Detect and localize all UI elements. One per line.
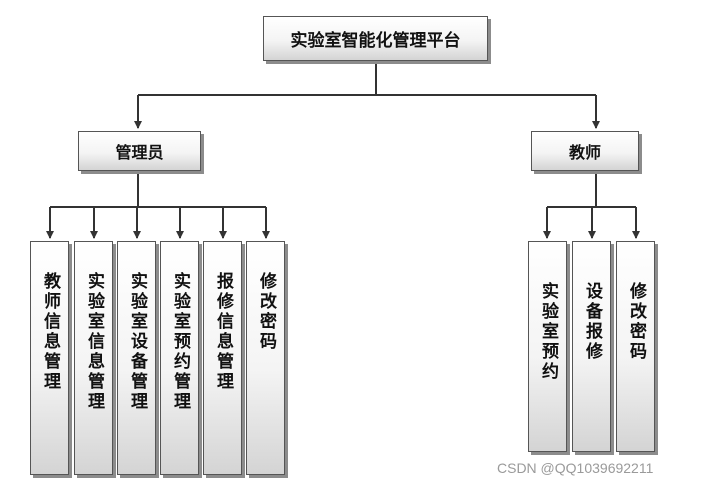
function-label: 报修信息管理	[213, 272, 233, 392]
function-node-teacher-info: 教师信息管理	[30, 241, 69, 475]
function-label: 修改密码	[256, 272, 276, 352]
role-label-admin: 管理员	[115, 143, 164, 162]
root-node: 实验室智能化管理平台	[263, 16, 488, 61]
function-label: 实验室设备管理	[127, 272, 147, 412]
role-node-teacher: 教师	[531, 131, 639, 171]
role-label-teacher: 教师	[568, 143, 601, 162]
function-label: 实验室信息管理	[84, 272, 104, 412]
function-node-admin-change-password: 修改密码	[246, 241, 285, 475]
function-label: 设备报修	[582, 282, 602, 362]
function-node-lab-info: 实验室信息管理	[74, 241, 113, 475]
root-label: 实验室智能化管理平台	[290, 31, 461, 51]
function-node-lab-reservation: 实验室预约	[528, 241, 567, 452]
watermark-text: CSDN @QQ1039692211	[497, 460, 654, 476]
function-node-equipment-repair: 设备报修	[572, 241, 611, 452]
function-label: 实验室预约管理	[170, 272, 190, 412]
role-node-admin: 管理员	[78, 131, 201, 171]
function-label: 教师信息管理	[40, 272, 60, 392]
function-node-teacher-change-password: 修改密码	[616, 241, 655, 452]
function-node-repair-info: 报修信息管理	[203, 241, 242, 475]
function-node-lab-equipment: 实验室设备管理	[117, 241, 156, 475]
function-label: 修改密码	[626, 282, 646, 362]
function-label: 实验室预约	[538, 282, 558, 382]
function-node-lab-reservation-mgmt: 实验室预约管理	[160, 241, 199, 475]
